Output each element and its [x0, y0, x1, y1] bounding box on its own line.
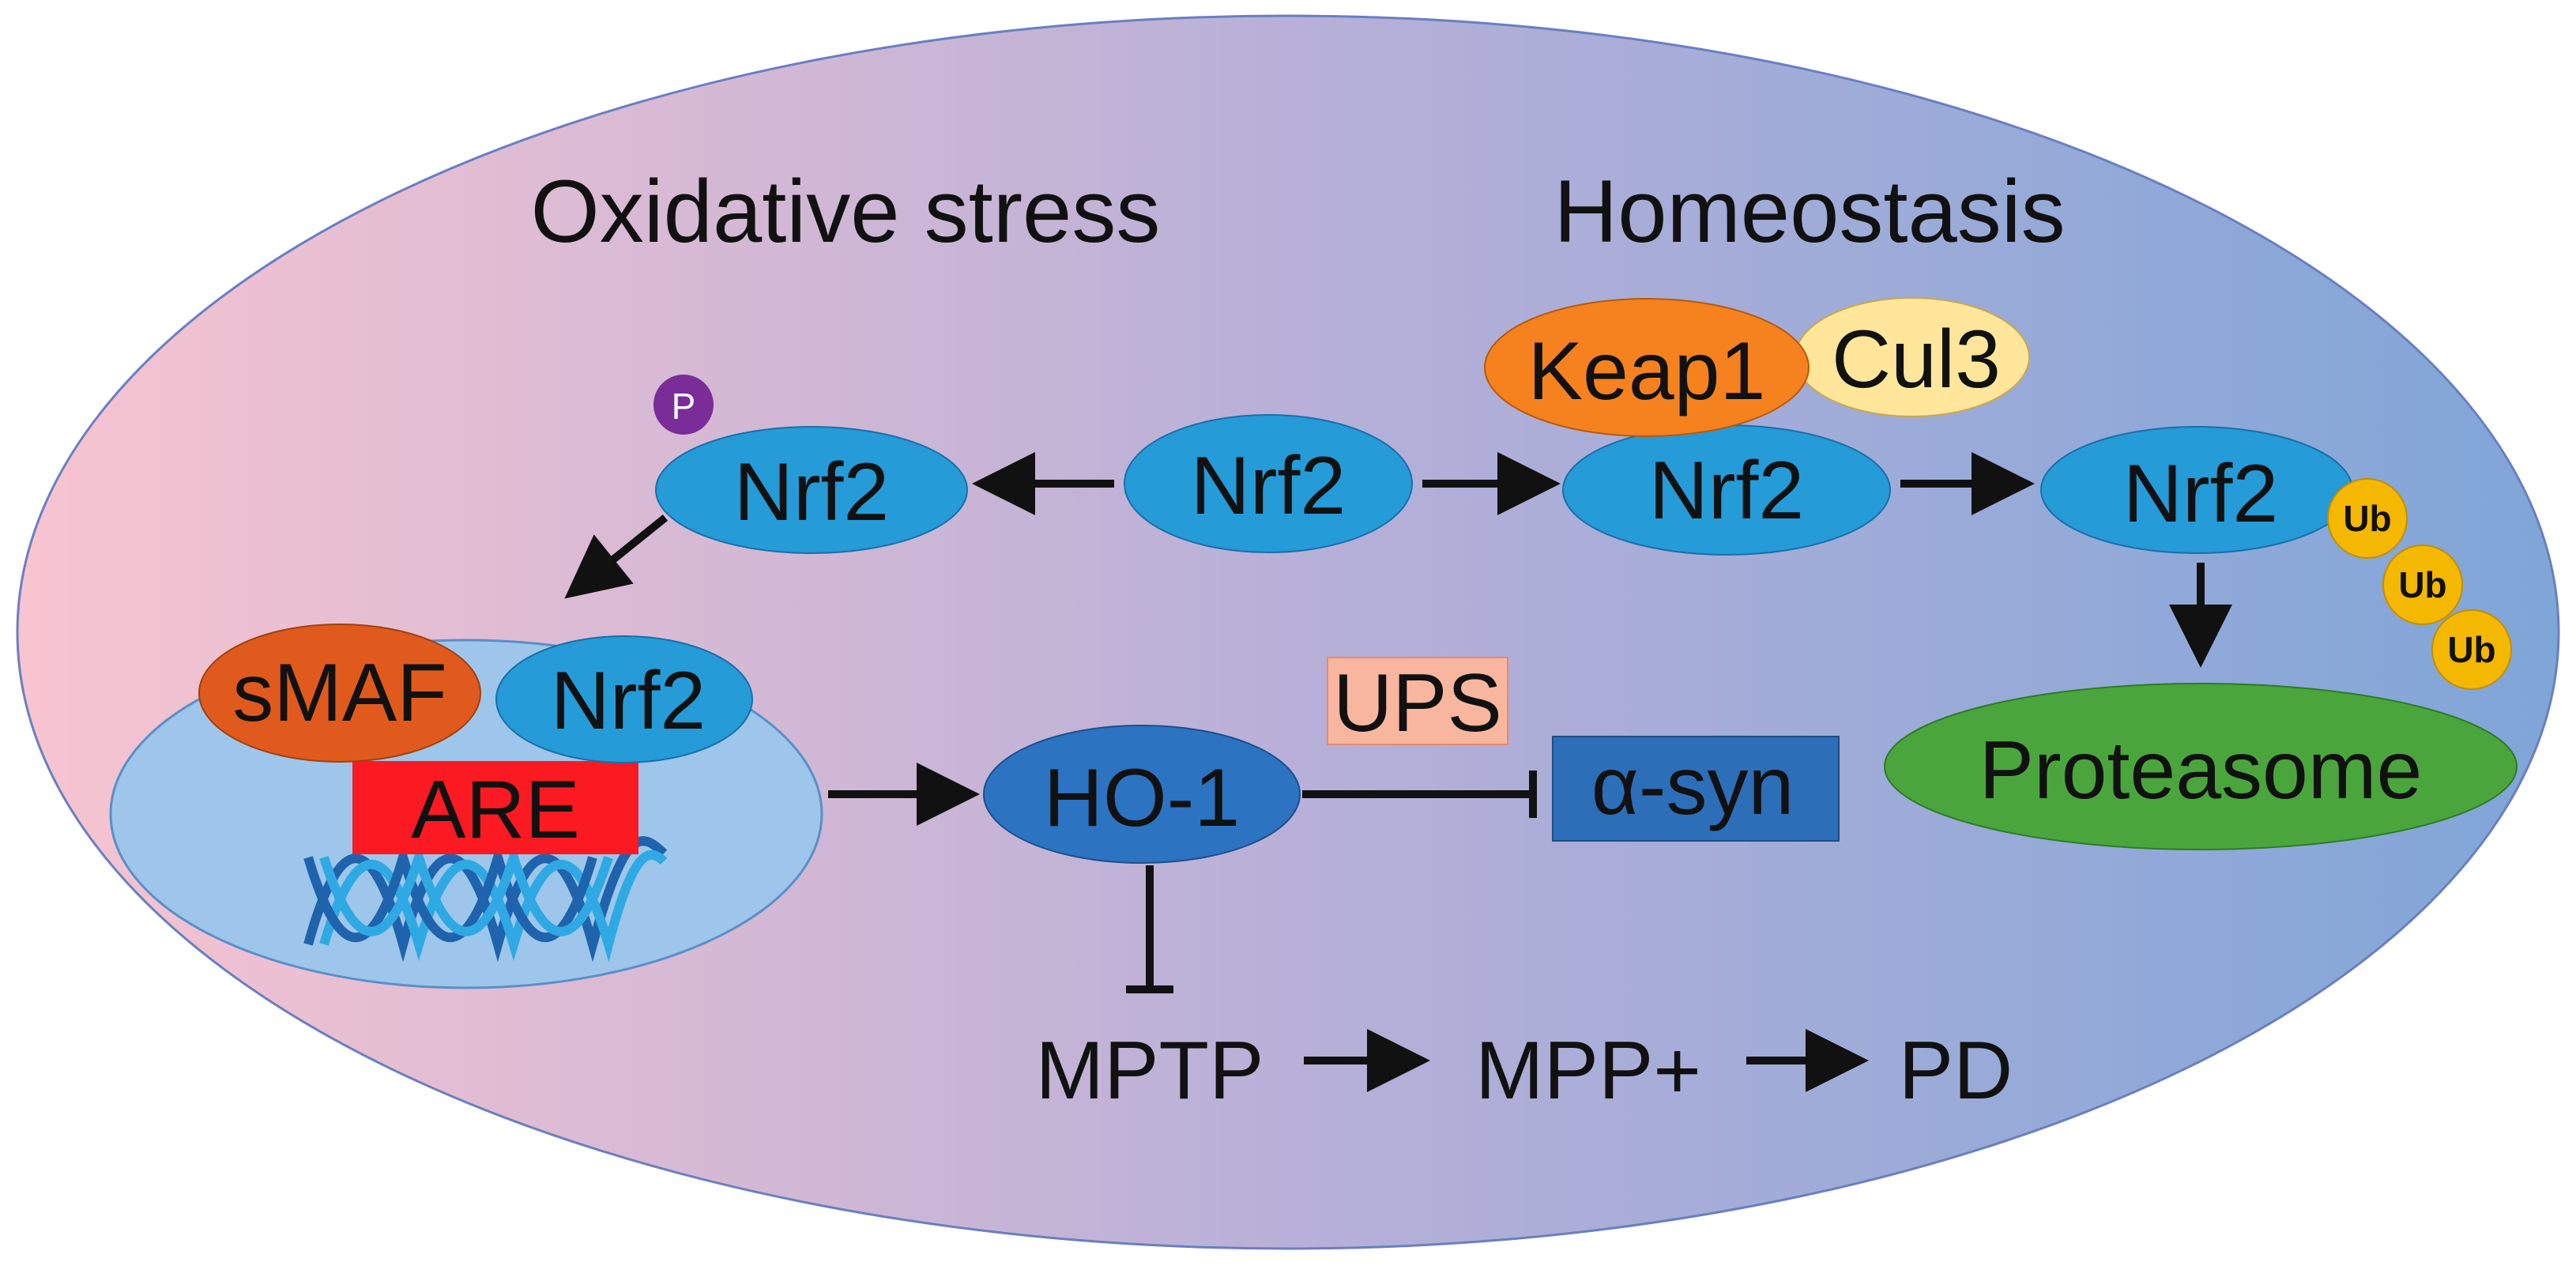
are-box — [352, 761, 638, 854]
ups-box — [1327, 657, 1508, 745]
nrf2-nucleus-label: Nrf2 — [551, 655, 706, 747]
arrow-phos-to-nucleus — [564, 514, 668, 599]
ub-label-3: Ub — [2447, 629, 2495, 670]
oxidative-stress-title: Oxidative stress — [531, 162, 1161, 261]
ub-label-1: Ub — [2343, 498, 2391, 539]
ups-label: UPS — [1333, 657, 1502, 749]
nucleus: ARE sMAF Nrf2 — [109, 624, 823, 989]
mpp-label: MPP+ — [1475, 1025, 1701, 1117]
asyn-label: α-syn — [1591, 740, 1795, 832]
pd-label: PD — [1899, 1025, 2013, 1117]
homeostasis-title: Homeostasis — [1554, 162, 2065, 261]
asyn-box — [1552, 736, 1840, 842]
nrf2-keap-label: Nrf2 — [1649, 445, 1804, 537]
smaf-node — [198, 624, 481, 763]
nrf2-nucleus-node — [495, 635, 753, 763]
keap1-label: Keap1 — [1528, 326, 1766, 417]
keap1-node — [1484, 298, 1810, 437]
ub-badge-3 — [2431, 609, 2512, 690]
phospho-label: P — [672, 386, 696, 427]
nrf2-center-node — [1124, 414, 1413, 553]
ho1-node — [983, 725, 1301, 864]
proteasome-node — [1884, 683, 2518, 850]
smaf-label: sMAF — [232, 647, 447, 739]
ub-badge-1 — [2327, 478, 2408, 559]
nrf2-phosphorylated-node — [655, 426, 968, 554]
ub-label-2: Ub — [2398, 564, 2446, 605]
ho1-label: HO-1 — [1044, 752, 1240, 844]
cul3-label: Cul3 — [1832, 314, 2001, 405]
nrf2-phosphorylated-label: Nrf2 — [734, 446, 889, 538]
nrf2-ub-label: Nrf2 — [2123, 448, 2278, 540]
are-label: ARE — [411, 764, 580, 856]
proteasome-label: Proteasome — [1979, 725, 2423, 816]
dna-helix-icon — [303, 836, 668, 963]
arrows — [564, 452, 2232, 1092]
nrf2-center-label: Nrf2 — [1191, 440, 1346, 532]
ub-badge-2 — [2382, 544, 2463, 625]
phospho-badge — [653, 375, 714, 435]
mptp-label: MPTP — [1036, 1025, 1264, 1117]
